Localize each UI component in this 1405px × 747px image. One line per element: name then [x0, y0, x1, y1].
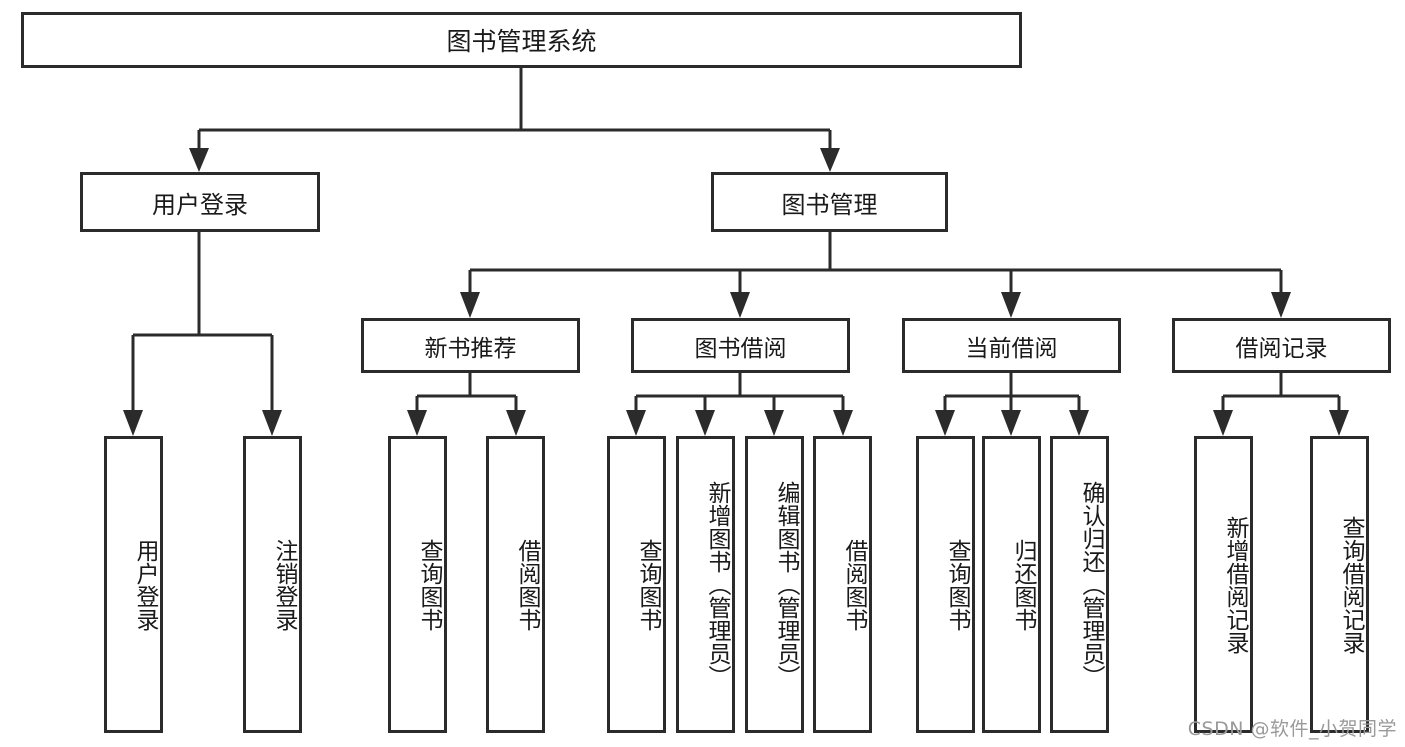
- node-label: 用户登录: [152, 190, 248, 219]
- node-label: 图书管理系统: [446, 27, 597, 56]
- arrow-current-borrow-leaf-3: [1069, 410, 1089, 436]
- arrow-user-login-leaf-2: [262, 410, 282, 436]
- arrow-book-borrow-leaf-1: [626, 410, 646, 436]
- arrow-to-new-book: [460, 292, 480, 318]
- node-label: 新增图书（管理员）: [704, 481, 730, 688]
- node-leaf-confirm-return-admin[interactable]: 确认归还（管理员）: [1050, 436, 1109, 733]
- arrow-book-borrow-leaf-2: [695, 410, 715, 436]
- node-label: 编辑图书（管理员）: [773, 481, 799, 688]
- node-root-book-management-system[interactable]: 图书管理系统: [21, 12, 1022, 68]
- node-label: 查询图书: [416, 538, 442, 631]
- node-book-borrowing[interactable]: 图书借阅: [631, 318, 850, 373]
- node-leaf-borrow-books[interactable]: 借阅图书: [813, 436, 872, 733]
- node-leaf-query-books-current[interactable]: 查询图书: [916, 436, 975, 733]
- arrow-user-login-leaf-1: [123, 410, 143, 436]
- node-leaf-query-books-borrow[interactable]: 查询图书: [607, 436, 666, 733]
- node-label: 确认归还（管理员）: [1078, 481, 1104, 688]
- node-book-management[interactable]: 图书管理: [711, 172, 948, 232]
- arrow-current-borrow-leaf-2: [1001, 410, 1021, 436]
- arrow-book-borrow-leaf-4: [833, 410, 853, 436]
- node-leaf-edit-book-admin[interactable]: 编辑图书（管理员）: [745, 436, 804, 733]
- node-label: 归还图书: [1010, 538, 1036, 631]
- arrow-to-user-login: [189, 148, 209, 172]
- node-label: 图书借阅: [694, 335, 787, 362]
- node-label: 用户登录: [132, 538, 158, 631]
- node-label: 当前借阅: [965, 335, 1058, 362]
- arrow-new-book-leaf-1: [407, 410, 427, 436]
- node-leaf-return-books[interactable]: 归还图书: [982, 436, 1041, 733]
- node-label: 查询借阅记录: [1338, 515, 1364, 654]
- node-user-login[interactable]: 用户登录: [80, 172, 320, 232]
- node-leaf-borrow-books-recommend[interactable]: 借阅图书: [486, 436, 545, 733]
- node-label: 查询图书: [635, 538, 661, 631]
- node-leaf-logout[interactable]: 注销登录: [243, 436, 302, 733]
- node-label: 借阅图书: [514, 538, 540, 631]
- arrow-borrow-record-leaf-1: [1213, 410, 1233, 436]
- node-borrowing-records[interactable]: 借阅记录: [1172, 318, 1391, 373]
- arrow-current-borrow-leaf-1: [935, 410, 955, 436]
- node-label: 图书管理: [781, 190, 878, 219]
- node-leaf-add-borrow-record[interactable]: 新增借阅记录: [1194, 436, 1253, 733]
- node-label: 借阅图书: [841, 538, 867, 631]
- arrow-to-current-borrow: [1001, 292, 1021, 318]
- node-leaf-add-book-admin[interactable]: 新增图书（管理员）: [676, 436, 735, 733]
- watermark-text: CSDN @软件_小贺同学: [1187, 718, 1397, 740]
- arrow-borrow-record-leaf-2: [1329, 410, 1349, 436]
- node-label: 借阅记录: [1235, 335, 1328, 362]
- arrow-to-borrow-record: [1271, 292, 1291, 318]
- arrow-book-borrow-leaf-3: [764, 410, 784, 436]
- arrow-new-book-leaf-2: [506, 410, 526, 436]
- node-new-book-recommendation[interactable]: 新书推荐: [361, 318, 580, 373]
- node-label: 新书推荐: [424, 335, 517, 362]
- arrow-to-book-borrow: [730, 292, 750, 318]
- node-label: 新增借阅记录: [1222, 515, 1248, 654]
- node-current-borrowing[interactable]: 当前借阅: [902, 318, 1121, 373]
- node-label: 注销登录: [271, 538, 297, 631]
- node-leaf-query-books-recommend[interactable]: 查询图书: [388, 436, 447, 733]
- node-leaf-user-login[interactable]: 用户登录: [104, 436, 163, 733]
- node-label: 查询图书: [944, 538, 970, 631]
- arrow-to-book-manage: [820, 148, 840, 172]
- node-leaf-query-borrow-record[interactable]: 查询借阅记录: [1310, 436, 1369, 733]
